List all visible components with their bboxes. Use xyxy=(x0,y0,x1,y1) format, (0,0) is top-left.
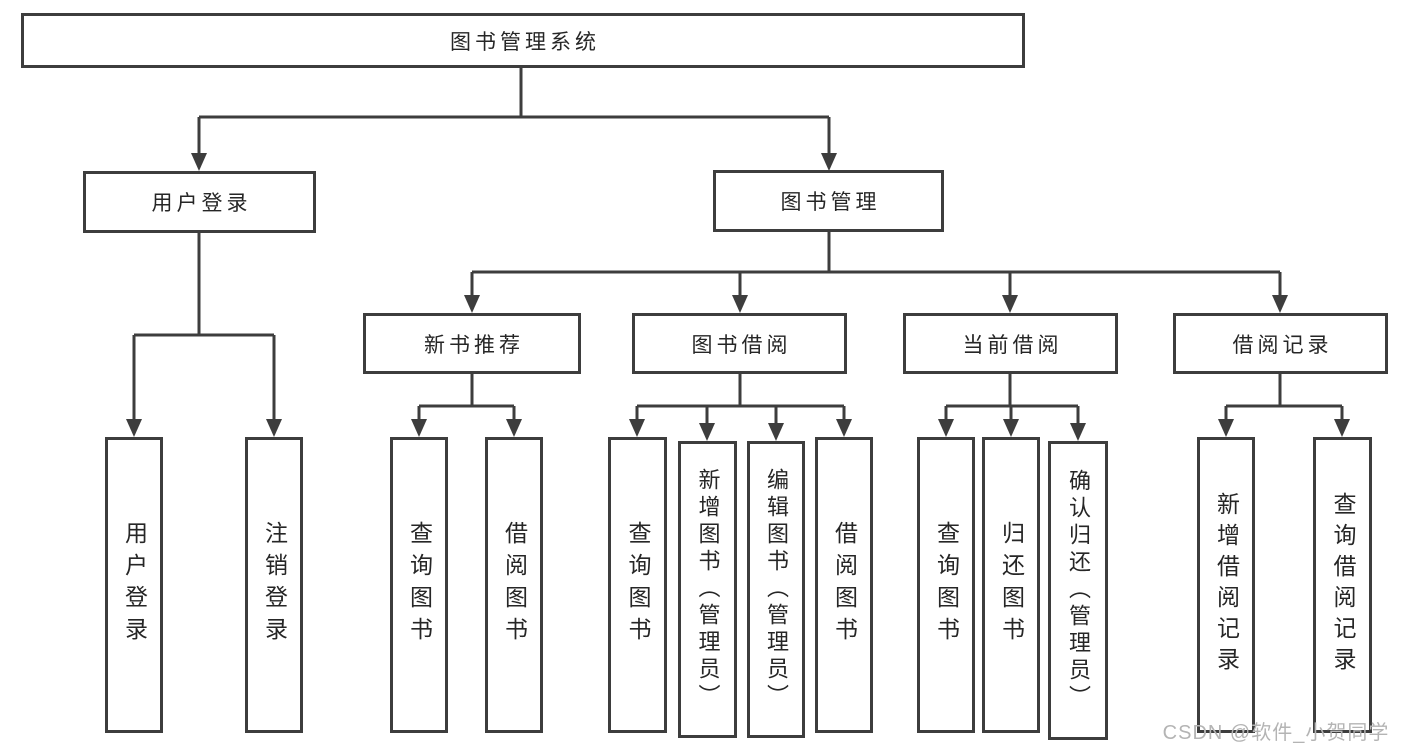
leaf-nbr-borrow-books: 借阅图书 xyxy=(485,437,543,733)
node-library-management-system: 图书管理系统 xyxy=(21,13,1025,68)
leaf-cb-query-books: 查询图书 xyxy=(917,437,975,733)
leaf-cb-confirm-return-admin: 确认归还（管理员） xyxy=(1048,441,1108,740)
node-book-borrowing: 图书借阅 xyxy=(632,313,847,374)
node-borrowing-records: 借阅记录 xyxy=(1173,313,1388,374)
leaf-bb-borrow-books: 借阅图书 xyxy=(815,437,873,733)
leaf-bb-query-books: 查询图书 xyxy=(608,437,667,733)
leaf-bb-add-books-admin: 新增图书（管理员） xyxy=(678,441,737,738)
leaf-logout: 注销登录 xyxy=(245,437,303,733)
leaf-br-add-borrow-record: 新增借阅记录 xyxy=(1197,437,1255,733)
leaf-cb-return-books: 归还图书 xyxy=(982,437,1040,733)
arrowheads xyxy=(126,153,1350,441)
leaf-bb-edit-books-admin: 编辑图书（管理员） xyxy=(747,441,805,738)
node-current-borrowing: 当前借阅 xyxy=(903,313,1118,374)
leaf-br-query-borrow-record: 查询借阅记录 xyxy=(1313,437,1372,733)
csdn-watermark: CSDN @软件_小贺同学 xyxy=(1162,722,1390,744)
node-new-book-recommendation: 新书推荐 xyxy=(363,313,581,374)
leaf-nbr-query-books: 查询图书 xyxy=(390,437,448,733)
leaf-user-login: 用户登录 xyxy=(105,437,163,733)
node-book-management: 图书管理 xyxy=(713,170,944,232)
node-user-login: 用户登录 xyxy=(83,171,316,233)
